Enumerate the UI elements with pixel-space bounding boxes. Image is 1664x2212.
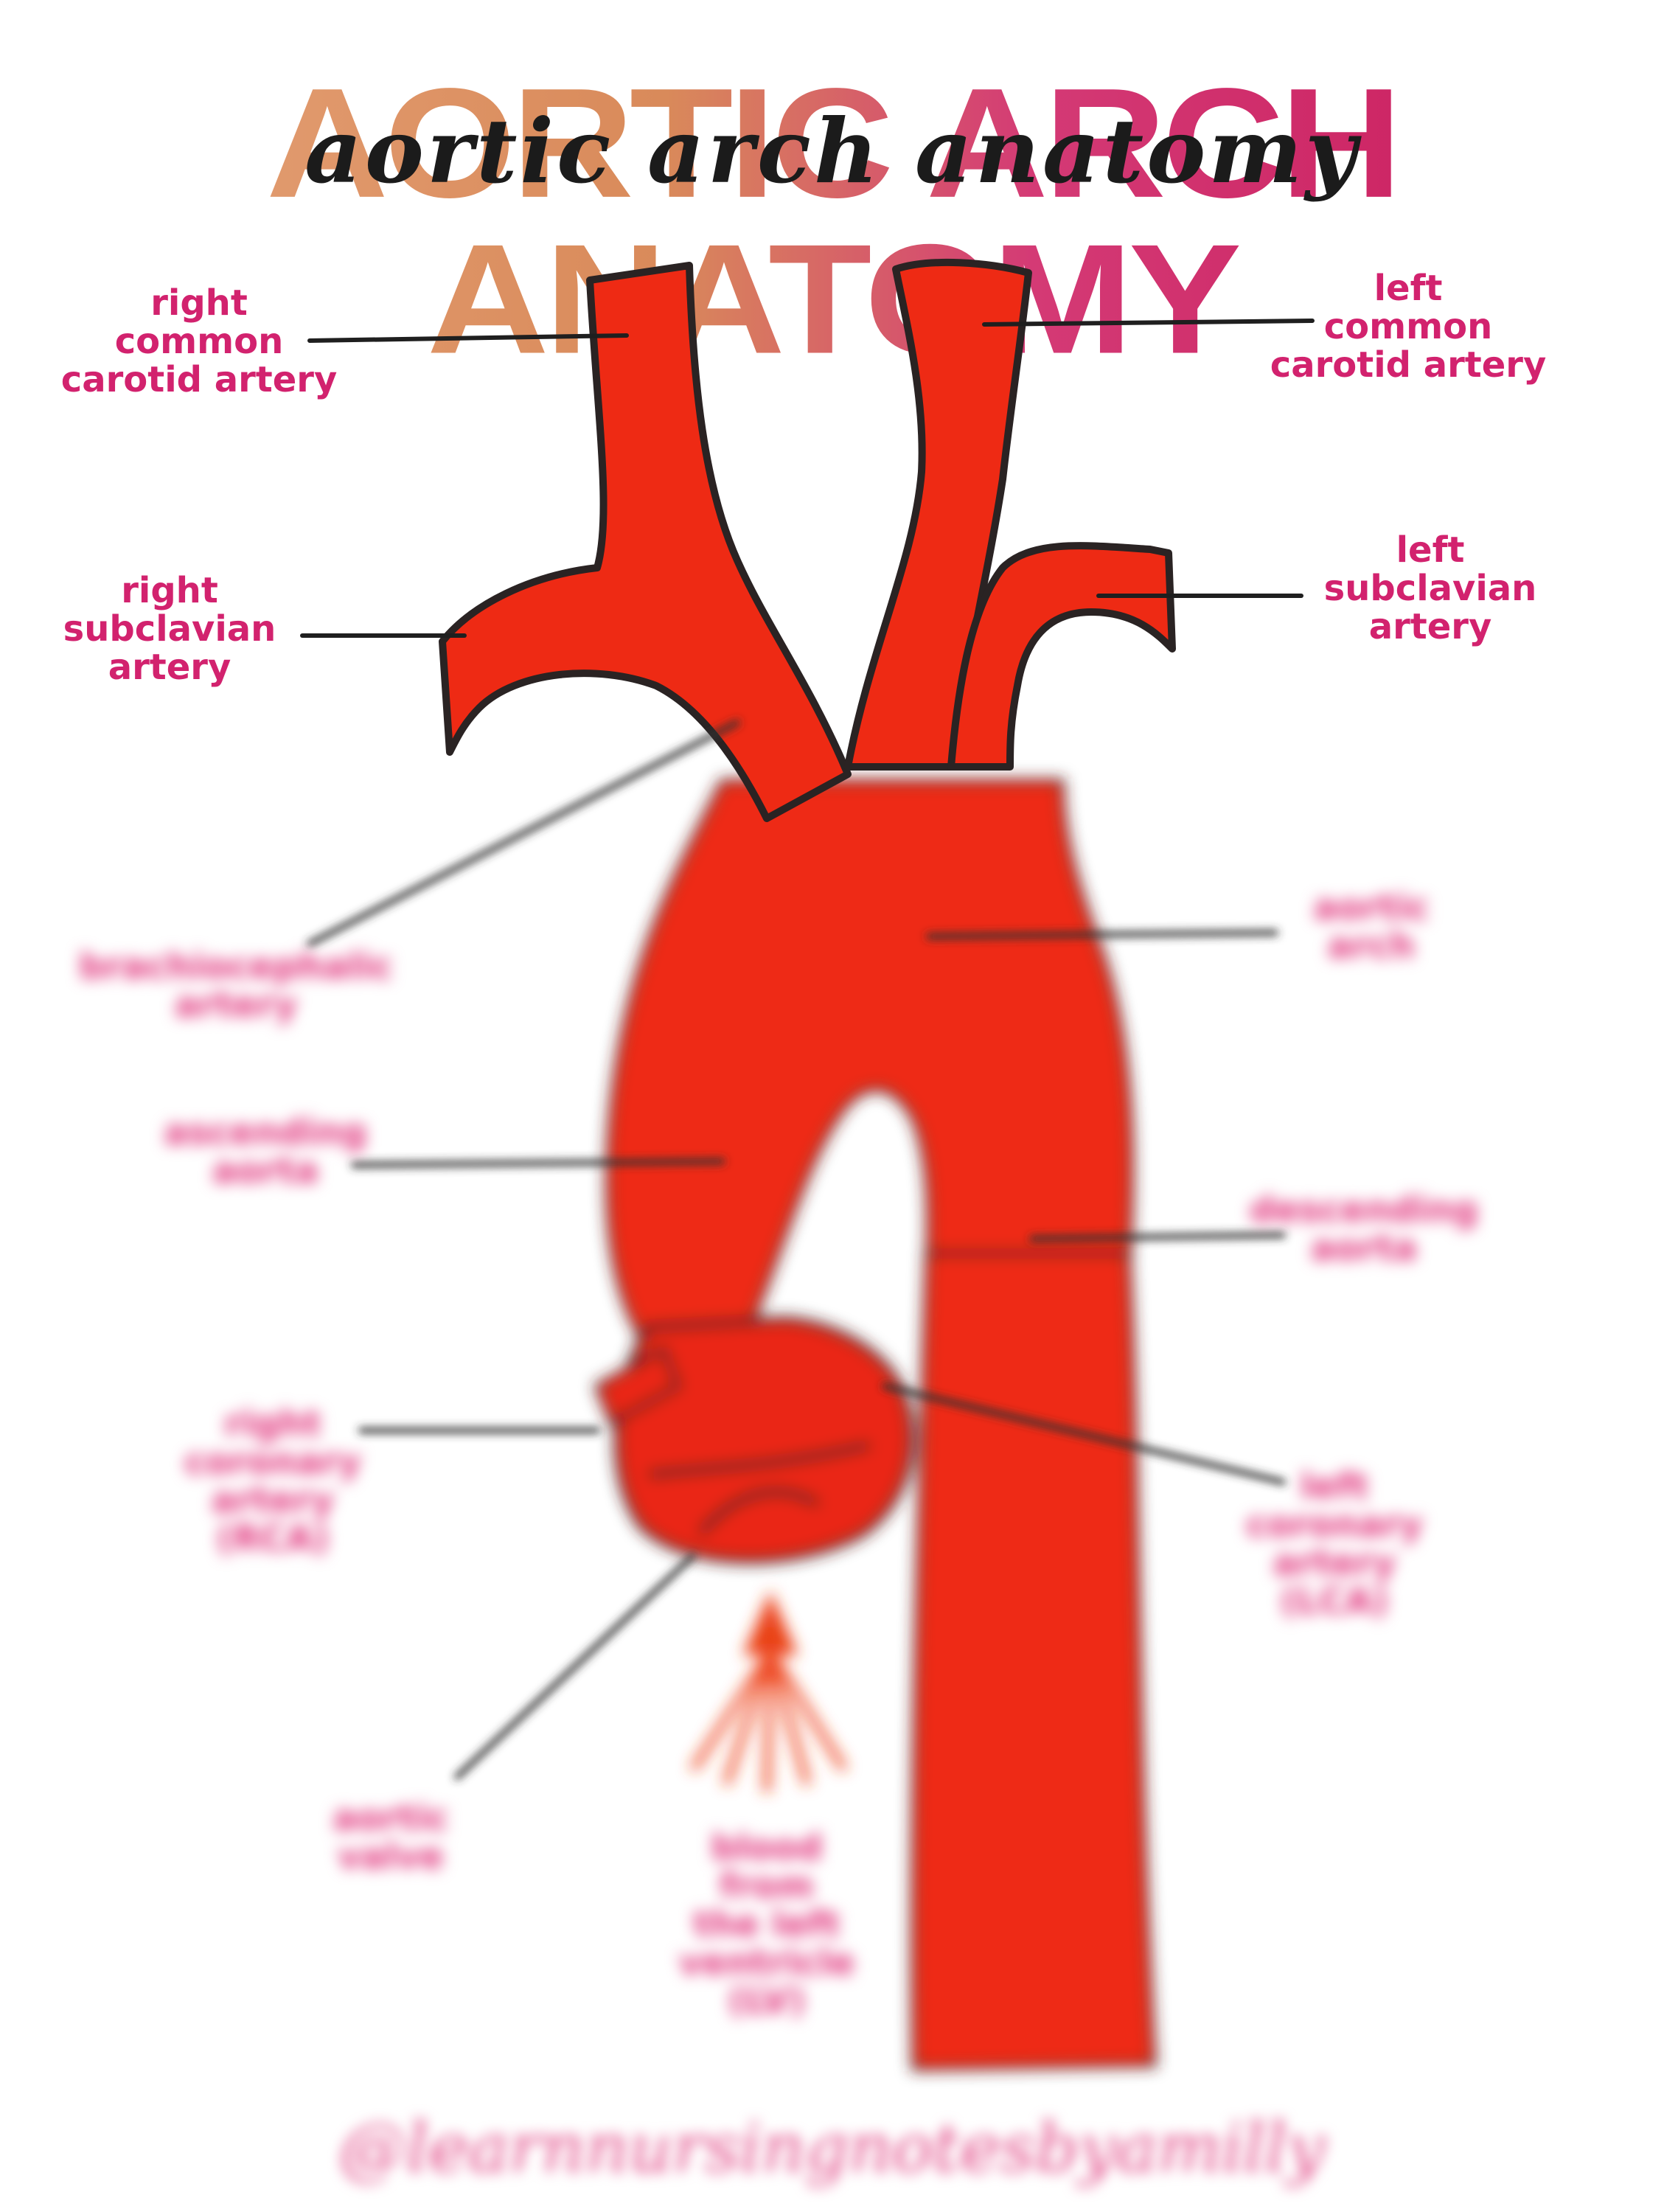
label-right-coronary: right coronary artery (RCA): [184, 1403, 361, 1559]
label-right-subclavian: right subclavian artery: [63, 570, 276, 688]
label-aortic-valve: aortic valve: [333, 1798, 449, 1877]
label-blood-from-lv: blood from the left ventricle (LV): [678, 1827, 855, 2022]
aortic-root-bulb: [613, 1315, 915, 1565]
leader-brachiocephalic: [307, 720, 740, 947]
descending-aorta-shape: [910, 1251, 1158, 2072]
ascending-and-arch-shape: [605, 779, 1135, 1352]
leader-aortic-valve: [454, 1553, 696, 1780]
label-left-common-carotid: left common carotid artery: [1270, 268, 1547, 386]
branch-vessels: [439, 258, 1176, 822]
label-descending-aorta: descending aorta: [1249, 1189, 1478, 1269]
leader-right-common-carotid: [307, 333, 629, 343]
lower-aorta: [593, 779, 1158, 2072]
leader-ascending-aorta: [351, 1158, 725, 1168]
right-common-carotid-and-subclavian: [439, 262, 852, 822]
leader-left-common-carotid: [982, 319, 1315, 327]
title-main: AORTIC ARCH ANATOMY: [0, 65, 1664, 377]
title-script: aortic arch anatomy: [304, 100, 1360, 204]
leader-aortic-arch: [926, 930, 1278, 939]
label-aortic-arch: aortic arch: [1313, 887, 1430, 967]
leader-descending-aorta: [1029, 1232, 1286, 1242]
blood-flow-arrow: [689, 1590, 848, 1792]
left-subclavian: [947, 542, 1176, 771]
title-block: AORTIC ARCH ANATOMY aortic arch anatomy: [0, 29, 1664, 377]
coronary-stub: [593, 1345, 683, 1427]
valve-lines: [648, 1441, 871, 1537]
label-brachiocephalic: brachiocephalic artery: [79, 946, 393, 1026]
leader-left-coronary: [882, 1383, 1286, 1485]
leader-lines-blurred: [307, 720, 1286, 1780]
leader-lines-sharp: [300, 319, 1315, 638]
label-right-common-carotid: right common carotid artery: [60, 282, 338, 400]
footer-handle: @learnnursingnotesbyamilly: [338, 2109, 1326, 2188]
label-left-coronary: left coronary artery (LCA): [1246, 1466, 1423, 1622]
label-left-subclavian: left subclavian artery: [1323, 529, 1537, 647]
label-ascending-aorta: ascending aorta: [164, 1112, 367, 1192]
